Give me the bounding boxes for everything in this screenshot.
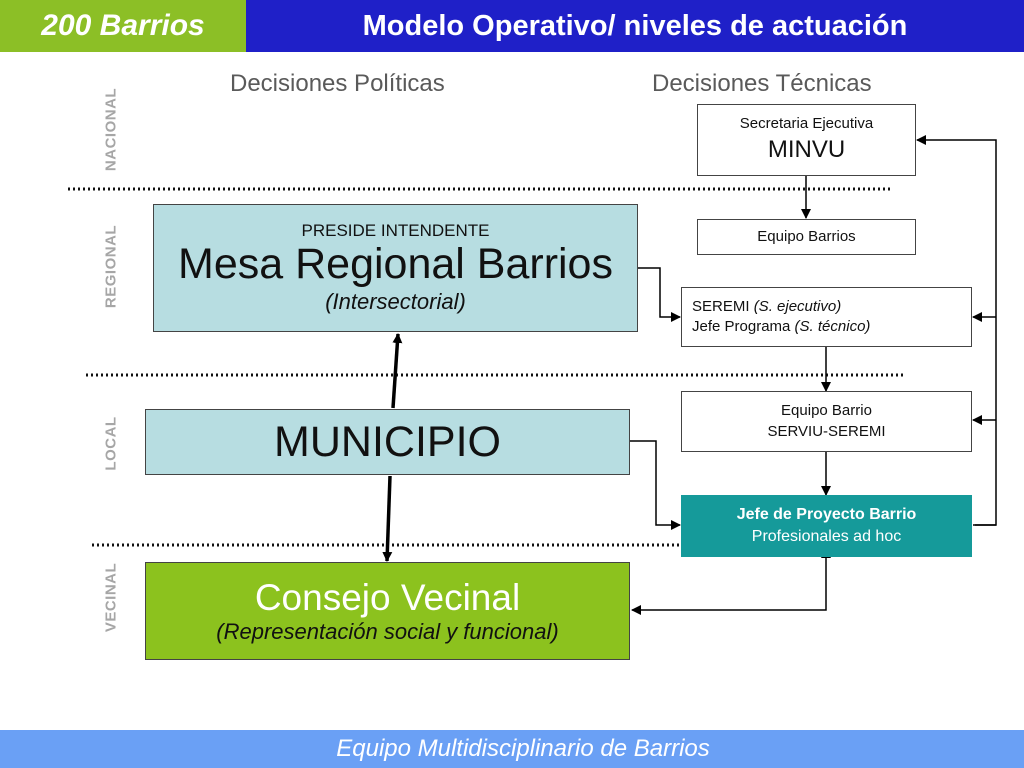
seremi-line1: SEREMI (S. ejecutivo) — [692, 297, 842, 315]
consejo-vecinal-box: Consejo Vecinal (Representación social y… — [145, 562, 630, 660]
mesa-subtitle: (Intersectorial) — [325, 288, 466, 314]
arrow-mesa-seremi — [638, 267, 681, 322]
jefe-proyecto-box: Jefe de Proyecto Barrio Profesionales ad… — [681, 495, 972, 557]
column-heading-politicas: Decisiones Políticas — [230, 70, 445, 97]
secretaria-box: Secretaria Ejecutiva MINVU — [697, 104, 916, 176]
arrow-jefe-consejo — [631, 548, 831, 615]
mesa-title: Mesa Regional Barrios — [178, 240, 613, 289]
jefe-line1: Jefe de Proyecto Barrio — [736, 505, 917, 523]
mesa-preside: PRESIDE INTENDENTE — [301, 221, 490, 241]
consejo-title: Consejo Vecinal — [254, 576, 521, 618]
equipo-barrio-line2: SERVIU-SEREMI — [767, 422, 886, 440]
consejo-subtitle: (Representación social y funcional) — [216, 619, 559, 645]
arrow-municipio-mesa — [391, 333, 403, 409]
secretaria-line2: MINVU — [767, 135, 846, 163]
header-title: Modelo Operativo/ niveles de actuación — [246, 0, 1024, 52]
secretaria-line1: Secretaria Ejecutiva — [739, 114, 874, 132]
seremi-box: SEREMI (S. ejecutivo) Jefe Programa (S. … — [681, 287, 972, 347]
equipo-barrios-label: Equipo Barrios — [757, 227, 856, 245]
municipio-title: MUNICIPIO — [274, 417, 501, 466]
mesa-regional-box: PRESIDE INTENDENTE Mesa Regional Barrios… — [153, 204, 638, 332]
equipo-barrio-line1: Equipo Barrio — [781, 402, 872, 420]
arrow-municipio-consejo — [382, 475, 393, 562]
equipo-barrios-box: Equipo Barrios — [697, 219, 916, 255]
column-heading-tecnicas: Decisiones Técnicas — [652, 70, 872, 97]
municipio-box: MUNICIPIO — [145, 409, 630, 475]
equipo-barrio-box: Equipo Barrio SERVIU-SEREMI — [681, 391, 972, 452]
arrow-municipio-jefe — [630, 440, 681, 530]
header-tag: 200 Barrios — [0, 0, 246, 52]
seremi-line2: Jefe Programa (S. técnico) — [692, 318, 871, 335]
footer-banner: Equipo Multidisciplinario de Barrios — [0, 730, 1024, 768]
jefe-line2: Profesionales ad hoc — [751, 528, 902, 545]
